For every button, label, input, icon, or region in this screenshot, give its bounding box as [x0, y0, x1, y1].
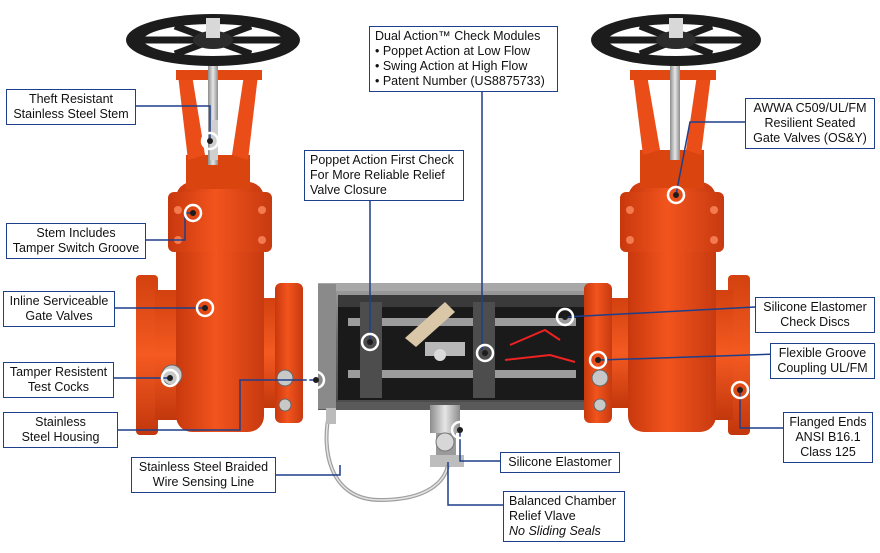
callout-line: Flanged Ends: [789, 415, 867, 429]
callout-line: Dual Action™ Check Modules: [375, 29, 541, 43]
callout-awwa-gate-valves: AWWA C509/UL/FM Resilient Seated Gate Va…: [745, 98, 875, 149]
callout-line: ANSI B16.1: [795, 430, 861, 444]
callout-test-cocks: Tamper Resistent Test Cocks: [3, 362, 114, 398]
callout-line: Wire Sensing Line: [152, 475, 255, 489]
callout-line: Stainless: [35, 415, 86, 429]
callout-line: • Patent Number (US8875733): [375, 74, 545, 88]
callout-line: Flexible Groove: [778, 346, 867, 360]
right-handwheel: [591, 14, 761, 66]
center-housing: [318, 283, 608, 467]
callout-line: For More Reliable Relief: [310, 168, 445, 182]
marker-awwa: [666, 185, 686, 205]
callout-inline-gate-valves: Inline Serviceable Gate Valves: [3, 291, 115, 327]
callout-line: Test Cocks: [27, 380, 90, 394]
callout-line: Tamper Resistent: [9, 365, 108, 379]
callout-stainless-housing: Stainless Steel Housing: [3, 412, 118, 448]
callout-line: Silicone Elastomer: [508, 455, 612, 469]
callout-sensing-line: Stainless Steel Braided Wire Sensing Lin…: [131, 457, 276, 493]
marker-check-discs: [555, 307, 575, 327]
left-gate-valve: [136, 45, 303, 435]
callout-line: Gate Valves: [25, 309, 93, 323]
marker-flanged-ends: [730, 380, 750, 400]
marker-inline-gate: [195, 298, 215, 318]
callout-line: Stainless Steel Braided: [138, 460, 269, 474]
callout-silicone-elastomer: Silicone Elastomer: [500, 452, 620, 473]
callout-line: Steel Housing: [21, 430, 100, 444]
marker-test-cock: [160, 368, 180, 388]
callout-stem-tamper-groove: Stem Includes Tamper Switch Groove: [6, 223, 146, 259]
callout-line: Resilient Seated: [764, 116, 856, 130]
callout-check-discs: Silicone Elastomer Check Discs: [755, 297, 875, 333]
callout-line: Balanced Chamber: [509, 494, 617, 508]
marker-stem: [200, 131, 220, 151]
callout-line: Coupling UL/FM: [777, 361, 868, 375]
callout-line: Class 125: [800, 445, 856, 459]
callout-line: Silicone Elastomer: [763, 300, 867, 314]
callout-line: Check Discs: [780, 315, 850, 329]
callout-line: Tamper Switch Groove: [12, 241, 140, 255]
callout-line: Inline Serviceable: [9, 294, 109, 308]
callout-line: Relief Vlave: [509, 509, 576, 523]
marker-dual-action: [475, 343, 495, 363]
leader-lines: [114, 90, 783, 506]
callout-line: • Swing Action at High Flow: [375, 59, 528, 73]
left-handwheel: [126, 14, 300, 66]
callout-dual-action: Dual Action™ Check Modules • Poppet Acti…: [369, 26, 558, 92]
marker-groove-coupling: [588, 350, 608, 370]
callout-poppet-first-check: Poppet Action First Check For More Relia…: [304, 150, 464, 201]
callout-line: Valve Closure: [310, 183, 387, 197]
callout-line: AWWA C509/UL/FM: [753, 101, 867, 115]
callout-line: Gate Valves (OS&Y): [753, 131, 867, 145]
marker-poppet: [360, 332, 380, 352]
marker-silicone: [450, 420, 470, 440]
callout-theft-resistant-stem: Theft Resistant Stainless Steel Stem: [6, 89, 136, 125]
callout-line: Stem Includes: [36, 226, 116, 240]
callout-groove-coupling: Flexible Groove Coupling UL/FM: [770, 343, 875, 379]
marker-housing: [306, 370, 326, 390]
right-gate-valve: [584, 45, 750, 435]
marker-tamper-groove: [183, 203, 203, 223]
callout-line: Stainless Steel Stem: [13, 107, 129, 121]
callout-line: Theft Resistant: [28, 92, 114, 106]
sensing-line-hose: [324, 409, 450, 503]
callout-line: Poppet Action First Check: [310, 153, 454, 167]
callout-flanged-ends: Flanged Ends ANSI B16.1 Class 125: [783, 412, 873, 463]
feature-markers: [160, 131, 750, 440]
callout-relief-valve: Balanced Chamber Relief Vlave No Sliding…: [503, 491, 625, 542]
callout-line: • Poppet Action at Low Flow: [375, 44, 531, 58]
callout-line-italic: No Sliding Seals: [509, 524, 601, 538]
